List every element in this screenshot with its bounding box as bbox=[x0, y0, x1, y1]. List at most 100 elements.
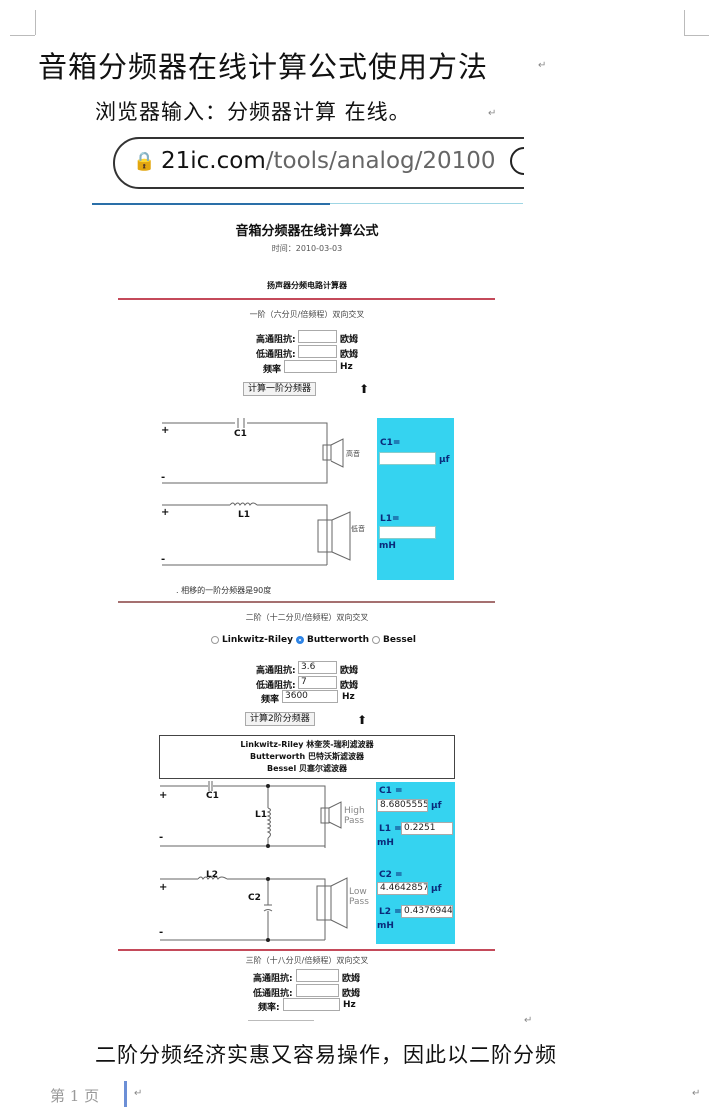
divider bbox=[118, 949, 495, 951]
label: L2 = bbox=[379, 907, 402, 917]
margin-mark bbox=[10, 35, 35, 36]
margin-mark bbox=[684, 35, 709, 36]
paragraph-mark: ↵ bbox=[538, 60, 547, 71]
result-panel bbox=[377, 418, 454, 580]
paragraph-mark: ↵ bbox=[692, 1088, 701, 1099]
label: L1= bbox=[380, 514, 400, 524]
phase-note: . 相移的一阶分频器是90度 bbox=[176, 586, 272, 595]
label: C1= bbox=[380, 438, 401, 448]
high-impedance-input[interactable] bbox=[298, 330, 337, 343]
margin-mark bbox=[684, 10, 685, 35]
up-arrow-icon[interactable]: ⬆ bbox=[357, 713, 368, 727]
unit: mH bbox=[377, 921, 394, 931]
svg-text:-: - bbox=[159, 927, 163, 938]
calc-first-order-button[interactable]: 计算一阶分频器 bbox=[243, 382, 317, 396]
filter-info-box: Linkwitz-Riley 林奎茨-瑞利滤波器 Butterworth 巴特沃… bbox=[159, 735, 455, 779]
unit: 欧姆 bbox=[342, 974, 361, 984]
unit: 欧姆 bbox=[340, 350, 359, 360]
paragraph-mark: ↵ bbox=[134, 1088, 143, 1099]
web-subtitle: 扬声器分频电路计算器 bbox=[267, 281, 347, 290]
unit: Hz bbox=[342, 692, 355, 702]
c2-output[interactable]: 4.4642857 bbox=[377, 882, 428, 895]
text-cursor bbox=[124, 1081, 127, 1107]
info-line: Bessel 贝塞尔滤波器 bbox=[267, 764, 347, 773]
unit: μf bbox=[431, 801, 442, 811]
low-impedance-input[interactable] bbox=[296, 984, 339, 997]
url-bar[interactable]: 🔒 21ic.com/tools/analog/20100 bbox=[113, 137, 524, 189]
low-impedance-input[interactable]: 7 bbox=[298, 676, 337, 689]
c1-output[interactable] bbox=[379, 452, 436, 465]
unit: Hz bbox=[343, 1000, 356, 1010]
frequency-input[interactable] bbox=[283, 998, 340, 1011]
label: 高通阻抗: bbox=[256, 335, 296, 345]
unit: mH bbox=[377, 838, 394, 848]
doc-heading: 音箱分频器在线计算公式使用方法 bbox=[38, 50, 489, 84]
l1-output[interactable] bbox=[379, 526, 436, 539]
divider bbox=[118, 601, 495, 603]
second-order-circuit: + - + - bbox=[159, 781, 348, 942]
c1-mark: C1 bbox=[206, 791, 219, 801]
frequency-input[interactable]: 3600 bbox=[282, 690, 338, 703]
l2-output[interactable]: 0.4376944 bbox=[401, 905, 453, 918]
tweeter-label: 高音 bbox=[346, 450, 360, 458]
label: L1 = bbox=[379, 824, 402, 834]
divider bbox=[118, 298, 495, 300]
l1-output[interactable]: 0.2251 bbox=[401, 822, 453, 835]
label: 频率 bbox=[263, 365, 282, 375]
l1-mark: L1 bbox=[255, 810, 267, 820]
svg-text:-: - bbox=[161, 472, 165, 483]
calc-second-order-button[interactable]: 计算2阶分频器 bbox=[245, 712, 315, 726]
label: C2 = bbox=[379, 870, 403, 880]
section-heading: 二阶（十二分贝/倍频程）双向交叉 bbox=[245, 613, 369, 622]
info-line: Butterworth 巴特沃斯滤波器 bbox=[250, 752, 364, 761]
reload-icon[interactable] bbox=[510, 147, 524, 175]
unit: 欧姆 bbox=[340, 681, 359, 691]
l2-mark: L2 bbox=[206, 870, 218, 880]
radio-label: Bessel bbox=[383, 635, 416, 645]
label: 高通阻抗: bbox=[256, 666, 296, 676]
frequency-input[interactable] bbox=[284, 360, 337, 373]
high-impedance-input[interactable]: 3.6 bbox=[298, 661, 337, 674]
label: 高通阻抗: bbox=[253, 974, 293, 984]
page-number: 第 1 页 bbox=[50, 1087, 100, 1105]
label: 低通阻抗: bbox=[256, 350, 296, 360]
c1-output[interactable]: 8.68055555 bbox=[377, 799, 428, 812]
radio-butterworth[interactable] bbox=[295, 636, 304, 644]
low-impedance-input[interactable] bbox=[298, 345, 337, 358]
url-text: 21ic.com/tools/analog/20100 bbox=[161, 148, 496, 174]
url-bar-crop: 🔒 21ic.com/tools/analog/20100 bbox=[92, 130, 524, 196]
c1-mark: C1 bbox=[234, 429, 247, 439]
info-line: Linkwitz-Riley 林奎茨-瑞利滤波器 bbox=[240, 740, 374, 749]
up-arrow-icon[interactable]: ⬆ bbox=[359, 382, 370, 396]
label: 频率: bbox=[258, 1003, 280, 1013]
doc-paragraph: 二阶分频经济实惠又容易操作，因此以二阶分频 bbox=[95, 1043, 557, 1067]
radio-bessel[interactable] bbox=[372, 636, 381, 644]
unit: 欧姆 bbox=[342, 989, 361, 999]
label: 低通阻抗: bbox=[253, 989, 293, 999]
unit: mH bbox=[379, 541, 396, 551]
section-heading: 三阶（十八分贝/倍频程）双向交叉 bbox=[245, 956, 369, 965]
svg-text:+: + bbox=[161, 425, 169, 436]
unit: 欧姆 bbox=[340, 335, 359, 345]
web-title: 音箱分频器在线计算公式 bbox=[235, 224, 379, 239]
unit: 欧姆 bbox=[340, 666, 359, 676]
l1-mark: L1 bbox=[238, 510, 250, 520]
unit: μf bbox=[439, 455, 450, 465]
lock-icon: 🔒 bbox=[133, 151, 156, 172]
margin-mark bbox=[35, 10, 36, 35]
paragraph-mark: ↵ bbox=[524, 1015, 533, 1026]
svg-text:-: - bbox=[159, 832, 163, 843]
unit: Hz bbox=[340, 362, 353, 372]
label: 低通阻抗: bbox=[256, 681, 296, 691]
radio-linkwitz[interactable] bbox=[211, 636, 219, 644]
radio-label: Butterworth bbox=[306, 635, 370, 645]
svg-text:+: + bbox=[159, 790, 167, 801]
paragraph-mark: ↵ bbox=[488, 108, 497, 119]
filter-radio-group: Linkwitz-Riley Butterworth Bessel bbox=[211, 635, 416, 645]
cut-off-button bbox=[248, 1020, 314, 1021]
doc-line: 浏览器输入：分频器计算 在线。 bbox=[95, 100, 411, 124]
label: 频率 bbox=[261, 695, 280, 705]
high-impedance-input[interactable] bbox=[296, 969, 339, 982]
label: C1 = bbox=[379, 786, 403, 796]
